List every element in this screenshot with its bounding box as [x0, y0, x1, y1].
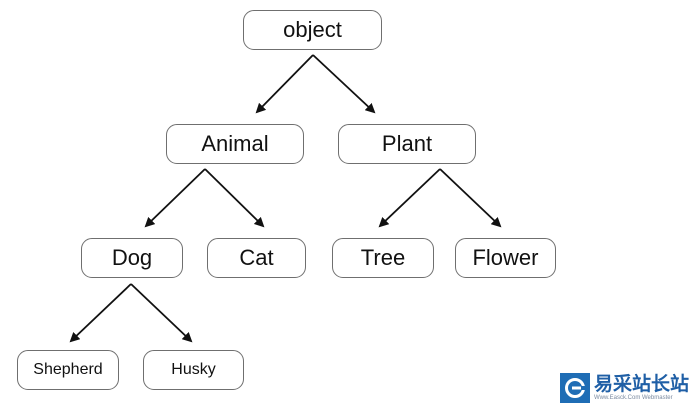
- watermark-logo: 易采站长站 Www.Easck.Com Webmaster: [560, 372, 689, 404]
- node-plant: Plant: [338, 124, 476, 164]
- node-husky: Husky: [143, 350, 244, 390]
- site-logo-icon: [560, 373, 590, 403]
- edge-animal-cat: [204, 168, 265, 228]
- watermark-subtitle: Www.Easck.Com Webmaster: [594, 395, 673, 401]
- edge-object-animal: [255, 54, 314, 114]
- edge-object-plant: [312, 54, 376, 114]
- edge-animal-dog: [144, 168, 206, 228]
- node-flower: Flower: [455, 238, 556, 278]
- edge-plant-tree: [378, 168, 441, 228]
- node-animal: Animal: [166, 124, 304, 164]
- edge-dog-shepherd: [69, 283, 132, 343]
- node-tree: Tree: [332, 238, 434, 278]
- edge-dog-husky: [130, 283, 193, 343]
- node-object: object: [243, 10, 382, 50]
- node-cat: Cat: [207, 238, 306, 278]
- node-shepherd: Shepherd: [17, 350, 119, 390]
- edge-plant-flower: [439, 168, 502, 228]
- node-dog: Dog: [81, 238, 183, 278]
- watermark-title: 易采站长站: [594, 373, 690, 395]
